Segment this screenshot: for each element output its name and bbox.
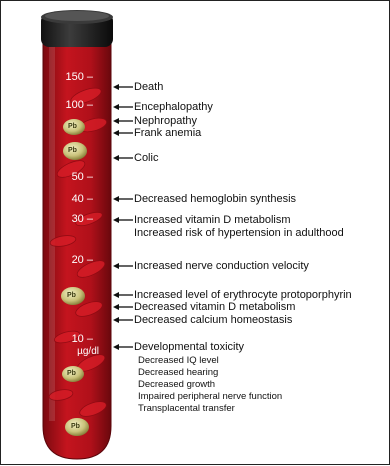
arrow-icon (113, 214, 133, 226)
tick-50: 50 – (53, 172, 93, 183)
arrow-icon (113, 301, 133, 313)
pb-label: Pb (68, 123, 77, 130)
pb-label: Pb (71, 423, 80, 430)
effect-encephalopathy: Encephalopathy (134, 101, 213, 113)
tick-20: 20 – (53, 255, 93, 266)
arrow-icon (113, 260, 133, 272)
effect-colic: Colic (134, 152, 158, 164)
effect-nerve-conduction: Increased nerve conduction velocity (134, 260, 309, 272)
effect-hypertension: Increased risk of hypertension in adulth… (134, 227, 344, 239)
effect-hemoglobin: Decreased hemoglobin synthesis (134, 193, 296, 205)
developmental-effect: Decreased IQ level (138, 355, 219, 366)
tick-100: 100 – (53, 100, 93, 111)
effect-protoporphyrin: Increased level of erythrocyte protoporp… (134, 289, 352, 301)
arrow-icon (113, 314, 133, 326)
effect-frank-anemia: Frank anemia (134, 127, 201, 139)
developmental-effect: Decreased growth (138, 379, 215, 390)
arrow-icon (113, 341, 133, 353)
developmental-effect: Impaired peripheral nerve function (138, 391, 282, 402)
arrow-icon (113, 115, 133, 127)
tick-40: 40 – (53, 194, 93, 205)
effect-vitamin-d-decrease: Decreased vitamin D metabolism (134, 301, 295, 313)
unit-label: µg/dl (59, 347, 99, 357)
arrow-icon (113, 289, 133, 301)
arrow-icon (113, 152, 133, 164)
arrow-icon (113, 81, 133, 93)
developmental-effect: Transplacental transfer (138, 403, 235, 414)
pb-label: Pb (68, 147, 77, 154)
pb-label: Pb (67, 292, 76, 299)
arrow-icon (113, 193, 133, 205)
effect-death: Death (134, 81, 163, 93)
effect-nephropathy: Nephropathy (134, 115, 197, 127)
arrow-icon (113, 127, 133, 139)
developmental-effect: Decreased hearing (138, 367, 218, 378)
effect-calcium: Decreased calcium homeostasis (134, 314, 292, 326)
tick-150: 150 – (53, 72, 93, 83)
arrow-icon (113, 101, 133, 113)
pb-label: Pb (67, 370, 76, 377)
tick-30: 30 – (53, 214, 93, 225)
effect-developmental-toxicity: Developmental toxicity (134, 341, 244, 353)
tick-10: 10 – (53, 334, 93, 345)
effect-vitamin-d-increase: Increased vitamin D metabolism (134, 214, 291, 226)
